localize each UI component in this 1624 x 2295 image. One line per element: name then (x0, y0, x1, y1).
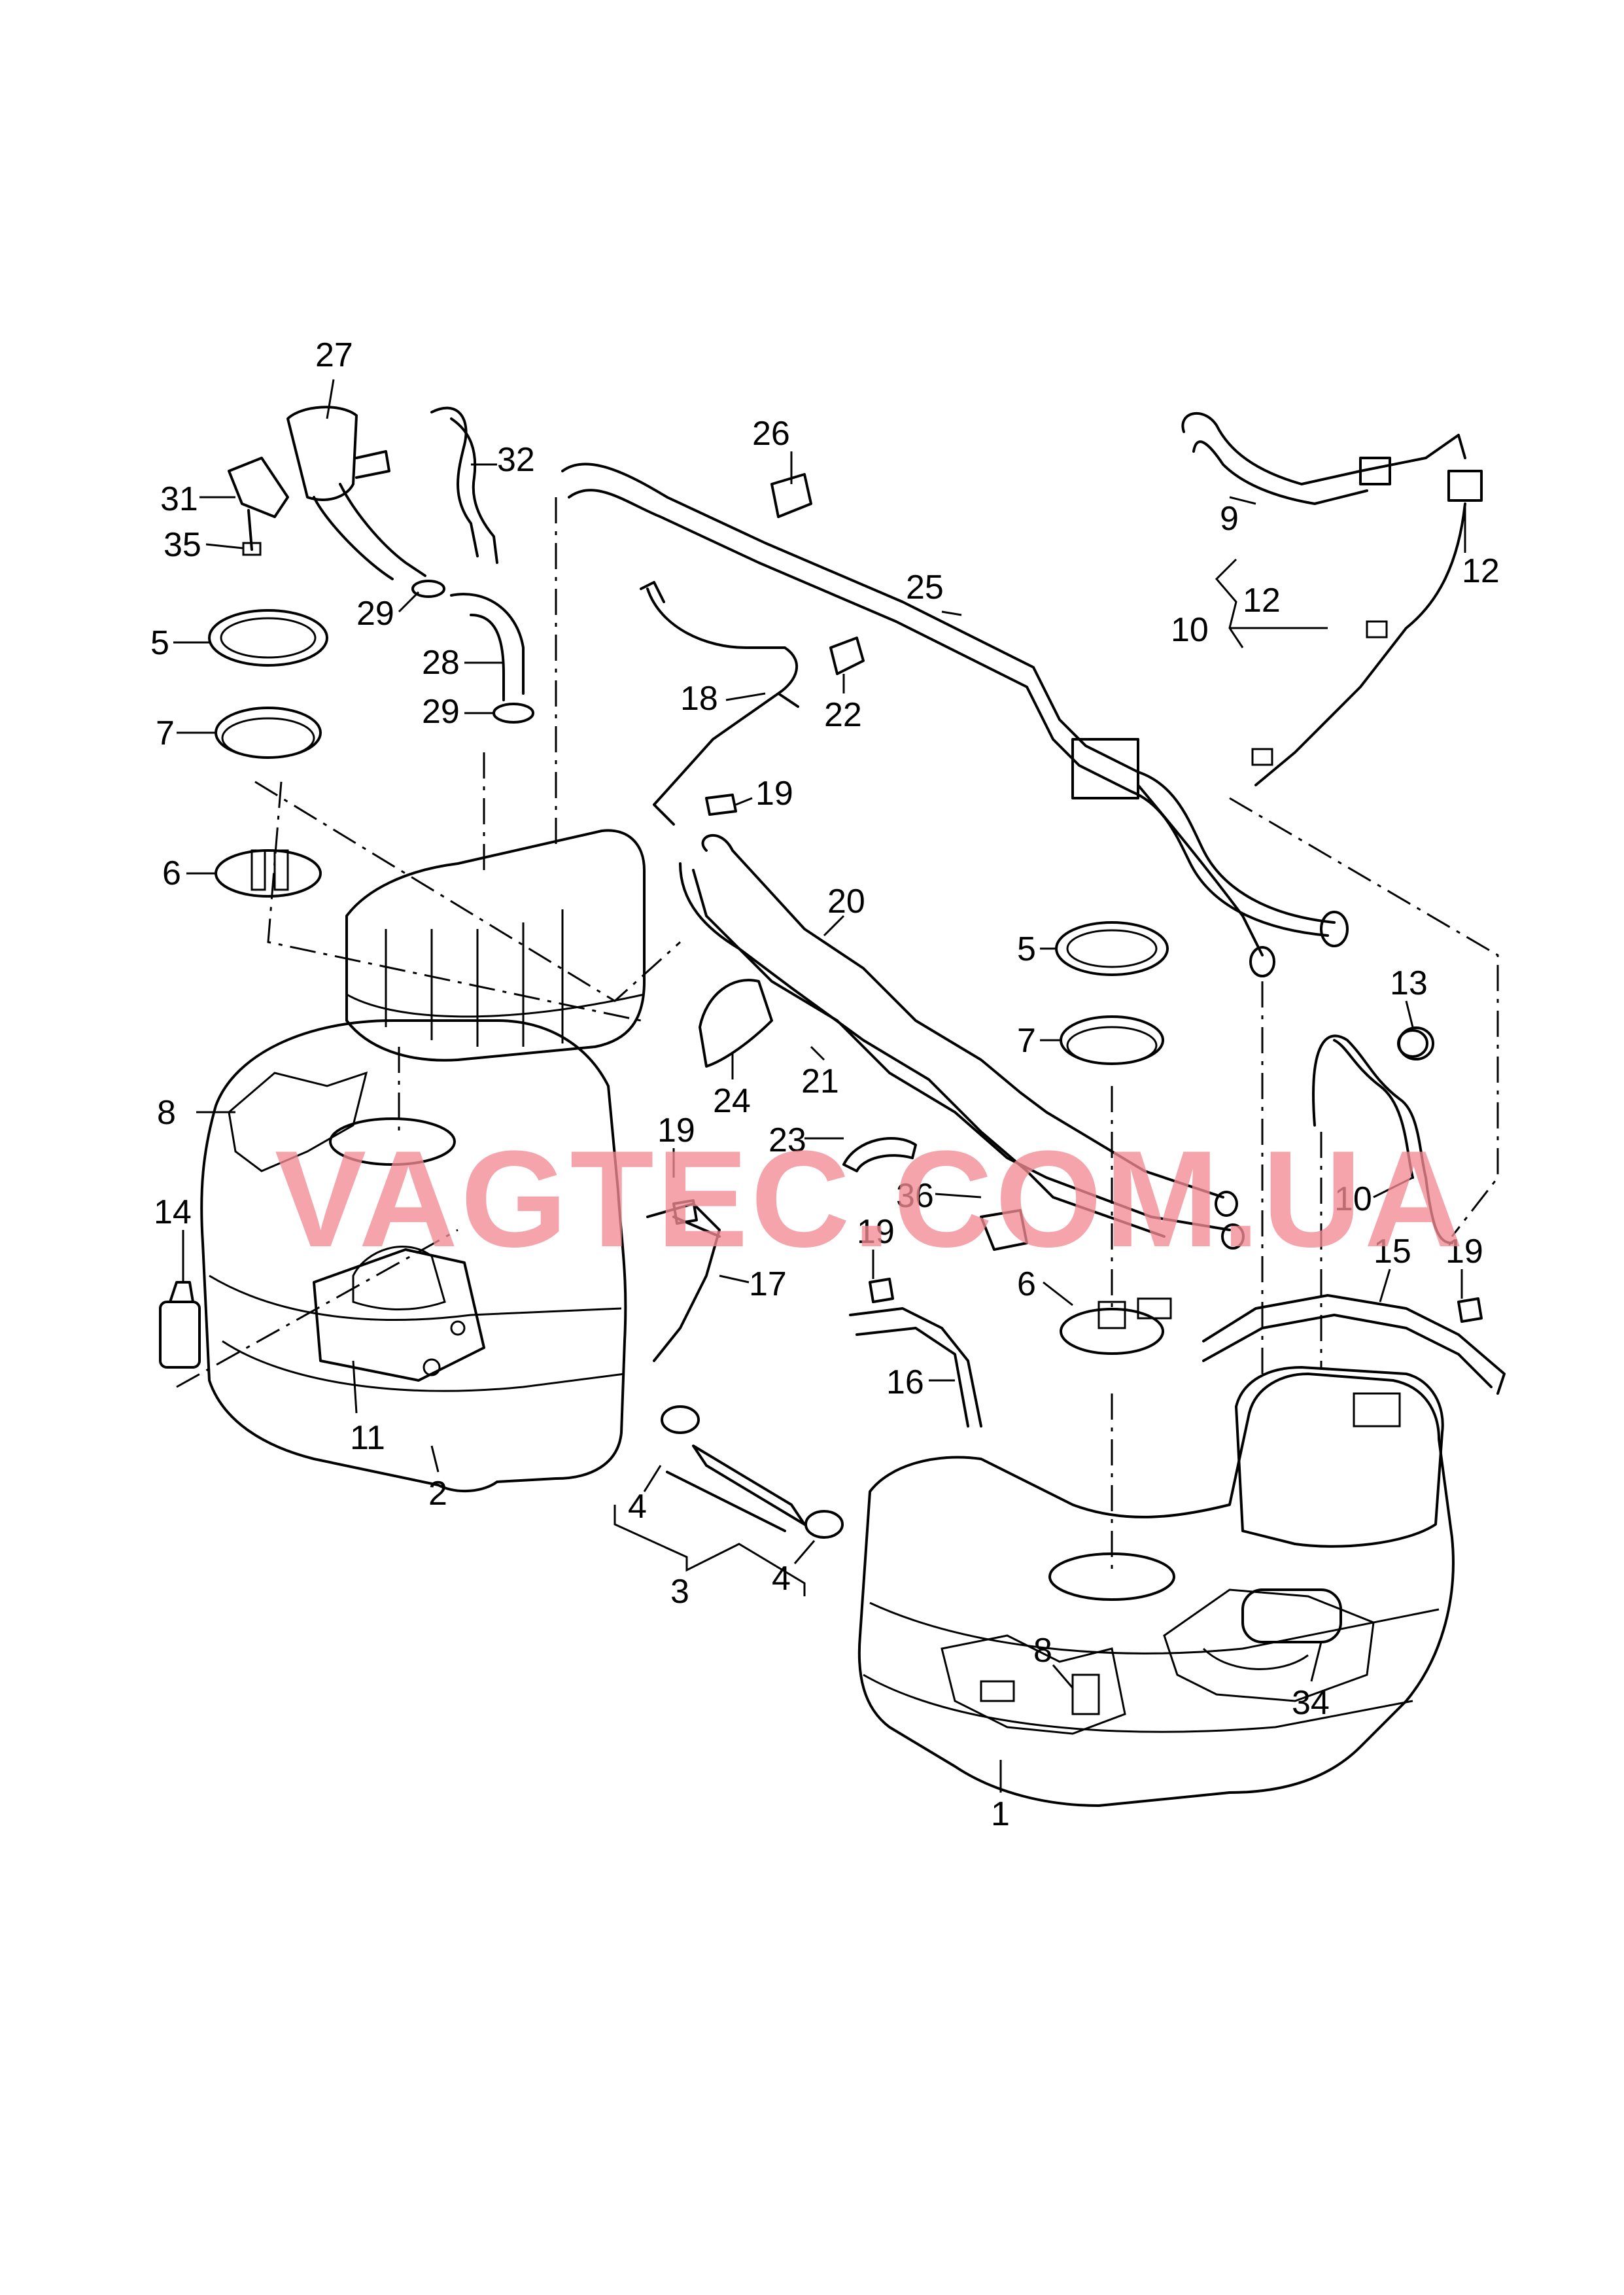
callout-24: 24 (713, 1082, 751, 1120)
left-fuel-tank (200, 829, 646, 1493)
callout-12: 12 (1462, 552, 1500, 590)
callout-1: 1 (991, 1795, 1010, 1833)
callout-18: 18 (680, 680, 718, 718)
left-seal-7 (215, 707, 322, 759)
callout-23: 23 (769, 1121, 806, 1159)
callout-5: 5 (1017, 930, 1036, 968)
clip-36 (980, 1209, 1028, 1251)
breather-line-25 (561, 463, 1349, 977)
clip-24 (699, 979, 773, 1068)
callout-16: 16 (886, 1363, 924, 1401)
callout-15: 15 (1373, 1233, 1411, 1270)
callout-17: 17 (749, 1265, 787, 1303)
bracket-31 (228, 457, 289, 556)
leader-lines (173, 379, 1466, 1793)
callout-26: 26 (752, 415, 790, 453)
callout-19: 19 (755, 775, 793, 813)
clip-23 (842, 1137, 917, 1172)
callout-34: 34 (1292, 1684, 1330, 1722)
grommet-13 (1398, 1026, 1434, 1060)
callout-13: 13 (1390, 964, 1428, 1002)
right-fuel-tank (857, 1366, 1455, 1807)
callout-32: 32 (497, 441, 535, 479)
left-locking-ring-5 (208, 609, 328, 667)
callout-35: 35 (164, 526, 201, 564)
bolts-19 (672, 794, 1483, 1323)
hose-28 (450, 593, 525, 701)
clip-22 (829, 637, 865, 675)
right-locking-ring-5 (1055, 921, 1169, 976)
callout-6: 6 (1017, 1265, 1036, 1303)
callout-2: 2 (428, 1475, 447, 1513)
connecting-hose-3 (661, 1405, 844, 1539)
callout-7: 7 (1017, 1022, 1036, 1060)
callout-19: 19 (857, 1213, 895, 1251)
callout-31: 31 (160, 480, 198, 518)
callout-7: 7 (156, 714, 175, 752)
watermark: VAGTEC.COM.UA (275, 1122, 1466, 1276)
filler-neck-27 (286, 406, 426, 580)
callout-5: 5 (150, 624, 169, 662)
callout-8: 8 (157, 1094, 176, 1132)
callout-3: 3 (670, 1573, 689, 1611)
bracket-18 (640, 581, 799, 826)
callout-25: 25 (906, 569, 944, 606)
callout-6: 6 (162, 854, 181, 892)
callout-labels: 27 31 35 32 26 9 12 12 10 25 5 29 28 29 … (150, 336, 1500, 1833)
vent-line-9 (1181, 412, 1483, 786)
lines-20-21 (679, 834, 1245, 1250)
fuel-pump-14 (159, 1281, 201, 1369)
bracket-16 (849, 1307, 982, 1428)
callout-10: 10 (1171, 611, 1209, 649)
bracket-15 (1202, 1294, 1506, 1395)
clip-26 (770, 473, 812, 518)
right-seal-7 (1060, 1015, 1164, 1065)
callout-29: 29 (422, 693, 460, 731)
callout-28: 28 (422, 644, 460, 682)
assembly-lines (176, 497, 1499, 1570)
bracket-17 (646, 1202, 721, 1362)
callout-12: 12 (1243, 582, 1281, 620)
callout-10: 10 (1334, 1180, 1372, 1218)
callout-22: 22 (824, 696, 862, 734)
callout-4: 4 (772, 1560, 791, 1598)
callout-4: 4 (628, 1488, 647, 1526)
callout-27: 27 (315, 336, 353, 374)
callout-36: 36 (896, 1177, 934, 1215)
right-flange-6 (1060, 1297, 1172, 1355)
callout-19: 19 (657, 1112, 695, 1149)
callout-9: 9 (1220, 500, 1239, 538)
callout-14: 14 (154, 1193, 192, 1231)
hose-32 (430, 406, 498, 564)
callout-11: 11 (350, 1419, 385, 1457)
callout-20: 20 (827, 883, 865, 920)
callout-8: 8 (1033, 1632, 1052, 1670)
callout-21: 21 (801, 1062, 839, 1100)
callout-19: 19 (1445, 1233, 1483, 1270)
left-flange-6 (215, 849, 322, 898)
callout-29: 29 (356, 595, 394, 633)
